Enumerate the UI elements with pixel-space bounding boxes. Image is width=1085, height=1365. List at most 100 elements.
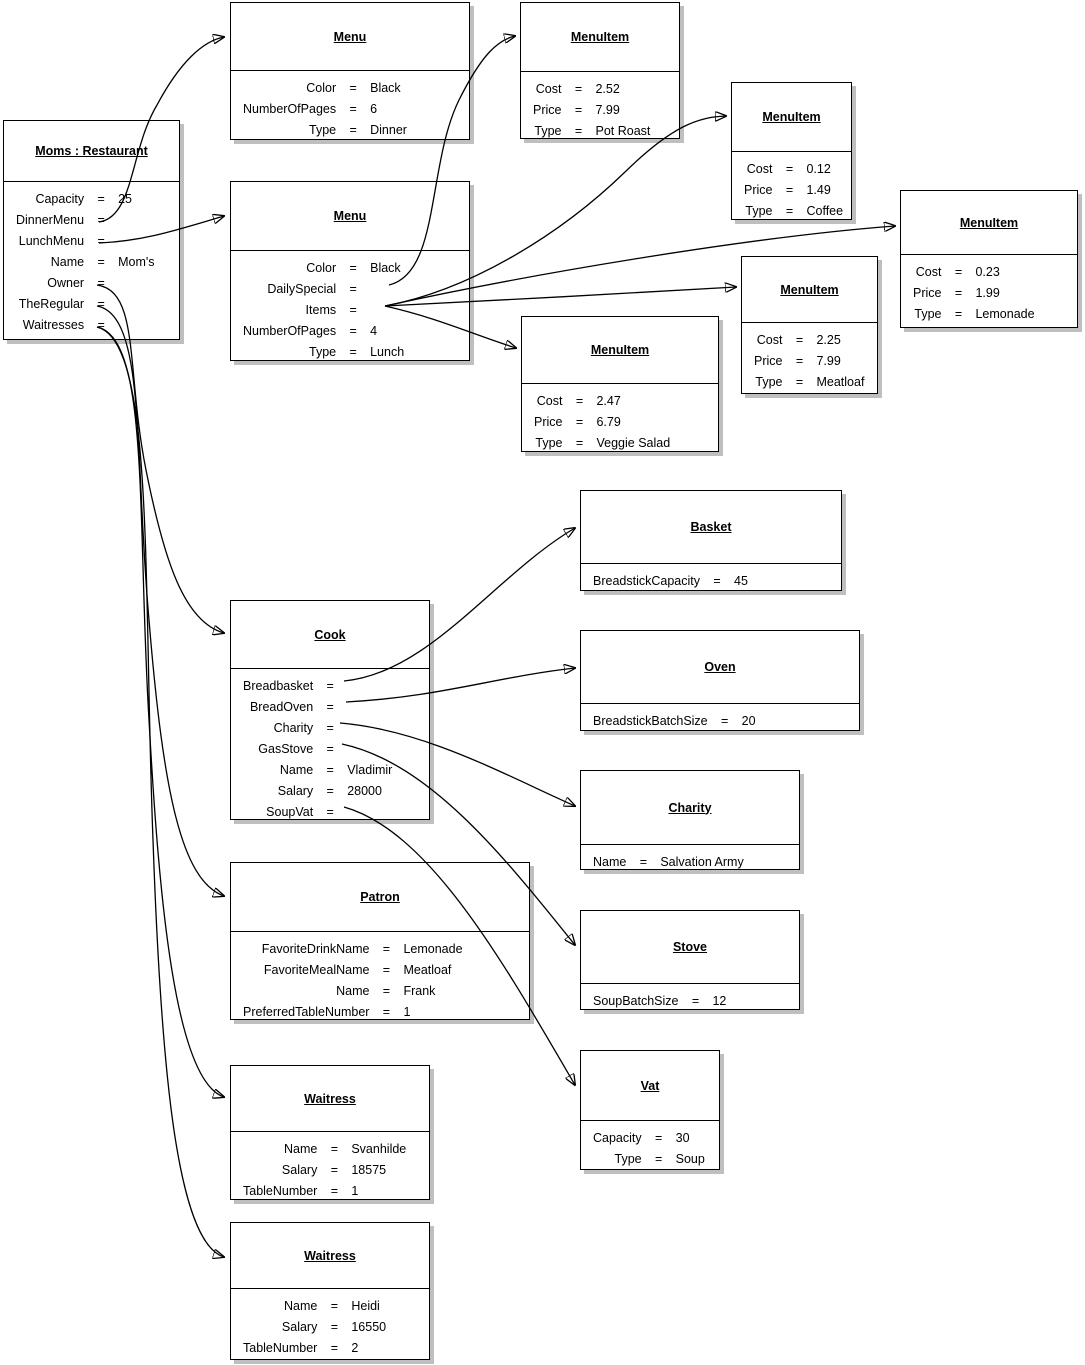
attribute-name: DinnerMenu [16,212,85,227]
attribute-name: DailySpecial [267,281,337,296]
equals-sign: = [349,281,357,296]
attribute-name: Salary [281,1319,318,1334]
attribute-name: GasStove [258,741,314,756]
attribute-name: Price [754,353,783,368]
equals-sign: = [574,123,583,138]
equals-sign: = [326,762,334,777]
equals-sign: = [382,941,391,956]
object-box-stove[interactable]: Stove SoupBatchSize=12 [580,910,800,1010]
object-box-oven[interactable]: Oven BreadstickBatchSize=20 [580,630,860,731]
attribute-name: Name [593,854,627,869]
equals-sign: = [574,81,583,96]
object-header: MenuItem [742,257,877,323]
equals-sign: = [785,182,794,197]
attribute-name: TheRegular [18,296,85,311]
attribute-name: Cost [915,264,942,279]
object-header: Vat [581,1051,719,1121]
object-title: Menu [333,29,367,44]
equals-sign: = [691,993,700,1008]
attribute-name: Cost [535,81,562,96]
attribute-name: Type [309,122,337,137]
object-box-cook[interactable]: Cook Breadbasket=BreadOven=Charity=GasSt… [230,600,430,820]
equals-sign: = [330,1141,338,1156]
attribute-name: BreadstickBatchSize [593,713,708,728]
attribute-value: Svanhilde [351,1141,407,1156]
attribute-value: Meatloaf [816,374,865,389]
object-title: Waitress [304,1091,356,1106]
attribute-value: 4 [370,323,378,338]
object-title: MenuItem [570,30,630,44]
object-title: MenuItem [590,343,650,357]
attribute-name: Name [284,1298,318,1313]
equals-sign: = [720,713,729,728]
attribute-name: Cost [536,393,563,408]
equals-sign: = [574,102,583,117]
equals-sign: = [785,203,794,218]
equals-sign: = [330,1183,338,1198]
attribute-value: Salvation Army [660,854,744,869]
attribute-name: Items [305,302,337,317]
object-header: Charity [581,771,799,845]
equals-sign: = [326,741,334,756]
equals-sign: = [785,161,794,176]
equals-sign: = [97,212,105,227]
attribute-value: 1.99 [975,285,1000,300]
attribute-name: TableNumber [243,1340,318,1355]
attribute-value: Heidi [351,1298,380,1313]
attribute-value: 6 [370,101,378,116]
attribute-name: NumberOfPages [243,101,337,116]
equals-sign: = [97,191,105,206]
attribute-list: Name = Salvation Army [581,845,799,872]
equals-sign: = [954,306,963,321]
attribute-name: Cost [746,161,773,176]
equals-sign: = [330,1162,338,1177]
object-title: MenuItem [762,110,821,124]
equals-sign: = [330,1340,338,1355]
attribute-value: Pot Roast [595,123,651,138]
attribute-value: Soup [675,1151,705,1166]
object-title: Basket [690,520,732,534]
attribute-list: BreadstickCapacity=45 [581,564,841,591]
attribute-name: NumberOfPages [243,323,337,338]
equals-sign: = [639,854,647,869]
object-title: Stove [672,940,708,954]
attribute-name: Name [279,762,314,777]
equals-sign: = [349,344,357,359]
equals-sign: = [330,1298,338,1313]
attribute-value: 20 [741,713,756,728]
attribute-name: Type [914,306,942,321]
object-box-basket[interactable]: Basket BreadstickCapacity=45 [580,490,842,591]
attribute-value: Lemonade [403,941,463,956]
object-title: MenuItem [780,282,839,297]
attribute-name: Salary [281,1162,318,1177]
attribute-name: Waitresses [22,317,85,332]
attribute-name: Name [50,254,85,269]
object-title: Charity [668,800,712,815]
attribute-name: LunchMenu [18,233,85,248]
equals-sign: = [349,122,357,137]
attribute-name: SoupBatchSize [593,993,679,1008]
equals-sign: = [326,720,334,735]
attribute-value: 2.52 [595,81,620,96]
object-box-charity[interactable]: Charity Name = Salvation Army [580,770,800,870]
attribute-value: 18575 [351,1162,387,1177]
attribute-value: 1 [351,1183,359,1198]
connector-waitresses-to-waitress-heidi [96,326,224,1257]
